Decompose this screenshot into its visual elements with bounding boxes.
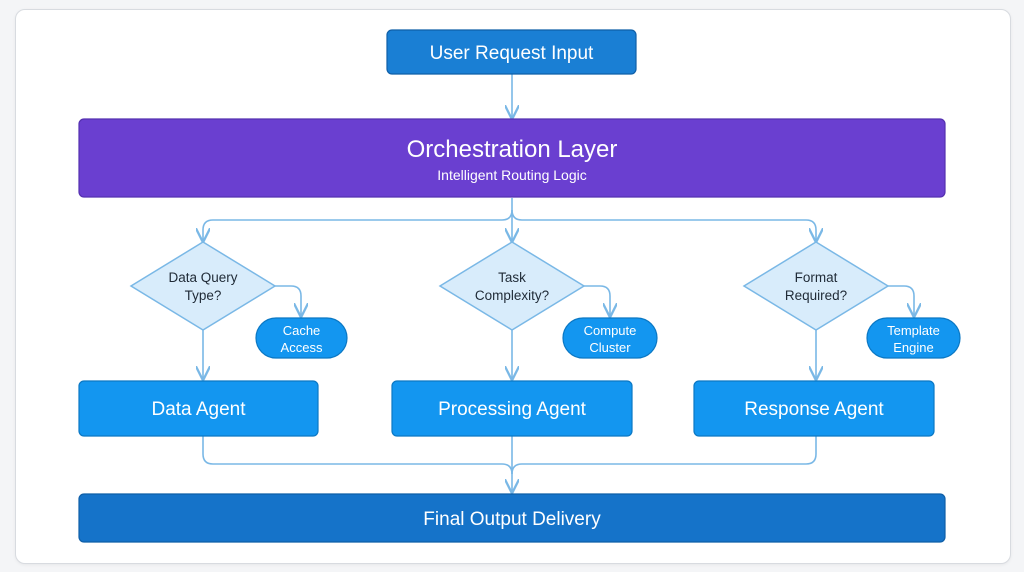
- cache-access-line1: Cache: [283, 323, 321, 338]
- user-request-label: User Request Input: [430, 43, 594, 64]
- data-agent-label: Data Agent: [151, 399, 246, 420]
- decision-format-line2: Required?: [785, 288, 847, 303]
- final-output-label: Final Output Delivery: [423, 509, 601, 530]
- arrow-task-decision-to-compute: [584, 285, 610, 316]
- compute-cluster-node: Compute Cluster: [562, 317, 658, 359]
- decision-data-line2: Type?: [185, 288, 222, 303]
- response-agent-node: Response Agent: [693, 380, 935, 437]
- orchestration-layer-node: Orchestration Layer Intelligent Routing …: [78, 118, 946, 198]
- user-request-node: User Request Input: [386, 29, 637, 75]
- arrow-data-decision-to-cache: [275, 285, 301, 316]
- compute-cluster-line2: Cluster: [589, 340, 631, 355]
- template-engine-line2: Engine: [893, 340, 933, 355]
- arrow-format-decision-to-template: [888, 285, 914, 316]
- orchestration-subtitle: Intelligent Routing Logic: [437, 167, 586, 183]
- arrow-orchestration-to-format: [511, 209, 816, 241]
- decision-format-line1: Format: [795, 270, 838, 285]
- connectors: [203, 74, 914, 492]
- processing-agent-label: Processing Agent: [438, 399, 587, 420]
- decision-data-query: Data Query Type?: [129, 241, 277, 331]
- decision-format-required: Format Required?: [742, 241, 890, 331]
- template-engine-line1: Template: [887, 323, 940, 338]
- cache-access-node: Cache Access: [255, 317, 348, 359]
- orchestration-title: Orchestration Layer: [407, 136, 618, 163]
- template-engine-node: Template Engine: [866, 317, 961, 359]
- arrow-data-agent-to-final: [202, 436, 513, 475]
- response-agent-label: Response Agent: [744, 399, 884, 420]
- decision-task-line2: Complexity?: [475, 288, 549, 303]
- decision-task-line1: Task: [498, 270, 526, 285]
- processing-agent-node: Processing Agent: [391, 380, 633, 437]
- final-output-node: Final Output Delivery: [78, 493, 946, 543]
- arrow-response-agent-to-final: [511, 436, 817, 475]
- decision-task-complexity: Task Complexity?: [438, 241, 586, 331]
- decision-data-line1: Data Query: [168, 270, 237, 285]
- compute-cluster-line1: Compute: [584, 323, 637, 338]
- cache-access-line2: Access: [281, 340, 323, 355]
- arrow-orchestration-to-data: [203, 209, 513, 241]
- data-agent-node: Data Agent: [78, 380, 319, 437]
